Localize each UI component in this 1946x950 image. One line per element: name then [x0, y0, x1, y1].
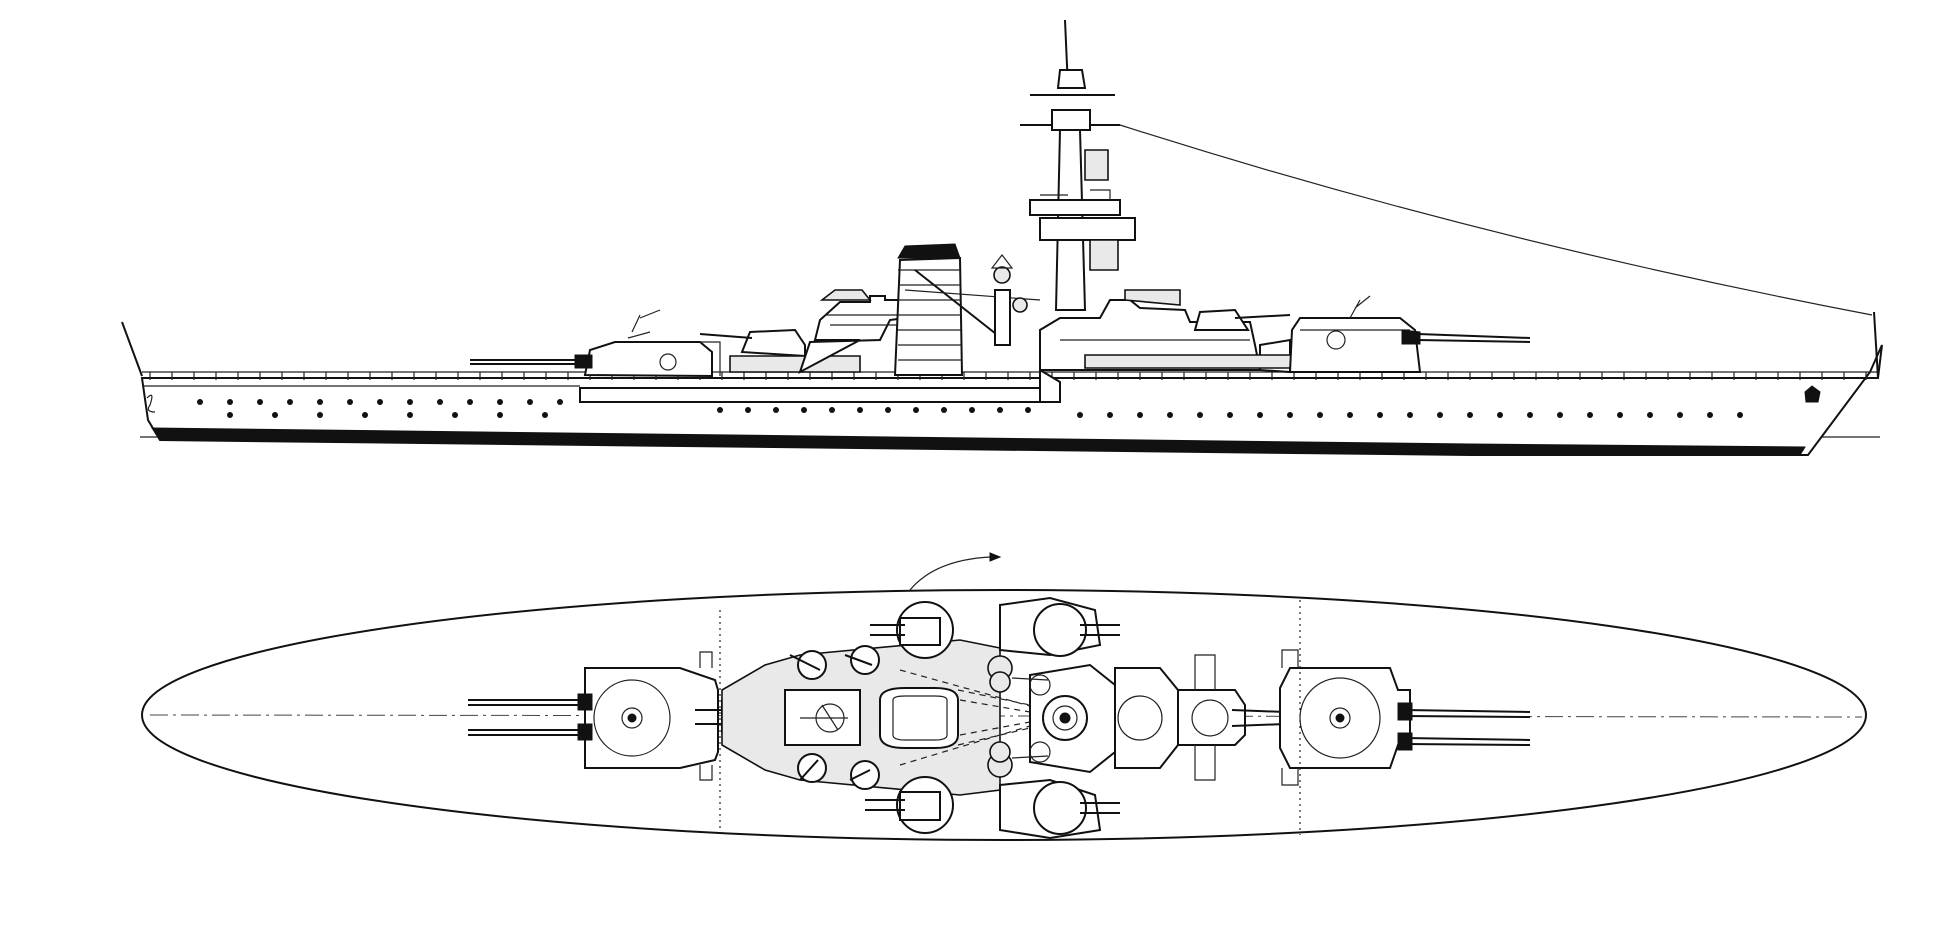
porthole — [717, 407, 723, 413]
porthole — [801, 407, 807, 413]
aft-deckhouse — [579, 387, 1041, 403]
rangefinder-top — [1056, 69, 1087, 89]
top-plan-view — [141, 552, 1867, 841]
porthole — [1737, 412, 1743, 418]
porthole — [362, 412, 368, 418]
plan-aa-clusters — [987, 655, 1013, 778]
portholes — [197, 399, 1743, 418]
forward-secondary-turret — [1193, 308, 1250, 331]
porthole — [745, 407, 751, 413]
porthole — [1407, 412, 1413, 418]
catapult-arc-arrow — [909, 552, 1002, 591]
forestay-wire — [1119, 124, 1873, 316]
aft-director — [819, 289, 872, 301]
plan-wing-turrets-forward — [999, 596, 1120, 840]
porthole — [1257, 412, 1263, 418]
porthole — [1707, 412, 1713, 418]
porthole — [1377, 412, 1383, 418]
porthole — [829, 407, 835, 413]
porthole — [497, 399, 503, 405]
porthole — [407, 399, 413, 405]
porthole — [997, 407, 1003, 413]
side-profile-view — [121, 19, 1883, 456]
porthole — [1677, 412, 1683, 418]
porthole — [317, 399, 323, 405]
porthole — [857, 407, 863, 413]
funnel — [893, 243, 964, 376]
porthole — [377, 399, 383, 405]
plan-funnel — [879, 687, 959, 749]
stern-flagstaff — [121, 321, 143, 377]
bridge-deckhouse — [1124, 289, 1181, 306]
porthole — [773, 407, 779, 413]
porthole — [969, 407, 975, 413]
bow-crest — [1804, 385, 1821, 403]
porthole — [257, 399, 263, 405]
plan-aa-mounts — [789, 645, 880, 790]
porthole — [497, 412, 503, 418]
mast-platform — [1029, 199, 1121, 216]
porthole — [1287, 412, 1293, 418]
boot-topping — [151, 427, 1806, 456]
porthole — [197, 399, 203, 405]
plan-forward-secondary-turret — [1177, 654, 1286, 781]
aft-secondary-turret — [699, 328, 861, 373]
porthole — [1617, 412, 1623, 418]
aft-main-turret — [470, 309, 721, 378]
quarterdeck-step — [1039, 368, 1061, 403]
porthole — [227, 412, 233, 418]
porthole — [527, 399, 533, 405]
rail-stanchions — [149, 372, 1867, 380]
porthole — [287, 399, 293, 405]
plan-wing-turrets-aft — [865, 601, 954, 834]
stern-scroll — [146, 394, 156, 413]
bow-jackstaff — [1873, 311, 1879, 379]
porthole — [272, 412, 278, 418]
porthole — [1317, 412, 1323, 418]
searchlight-tower — [990, 254, 1028, 346]
tower-mast — [1020, 19, 1136, 311]
porthole — [1497, 412, 1503, 418]
porthole — [542, 412, 548, 418]
blast-arcs — [899, 669, 1031, 766]
porthole — [1137, 412, 1143, 418]
plan-fore-deckhouse — [1114, 667, 1179, 769]
porthole — [1025, 407, 1031, 413]
porthole — [227, 399, 233, 405]
porthole — [1437, 412, 1443, 418]
porthole — [913, 407, 919, 413]
bridge-superstructure — [1039, 299, 1262, 371]
plan-forward-main-turret — [1279, 649, 1531, 786]
centreline — [149, 714, 1863, 718]
porthole — [1077, 412, 1083, 418]
porthole — [1557, 412, 1563, 418]
porthole — [885, 407, 891, 413]
porthole — [1467, 412, 1473, 418]
porthole — [452, 412, 458, 418]
porthole — [347, 399, 353, 405]
porthole — [1227, 412, 1233, 418]
porthole — [1347, 412, 1353, 418]
spotting-top — [1084, 149, 1109, 181]
porthole — [1167, 412, 1173, 418]
plan-aft-main-turret — [468, 651, 719, 781]
porthole — [1107, 412, 1113, 418]
porthole — [1197, 412, 1203, 418]
porthole — [407, 412, 413, 418]
porthole — [557, 399, 563, 405]
deck-seams — [719, 600, 1301, 835]
forward-main-turret — [1288, 295, 1531, 373]
porthole — [1587, 412, 1593, 418]
porthole — [1527, 412, 1533, 418]
porthole — [437, 399, 443, 405]
porthole — [317, 412, 323, 418]
porthole — [467, 399, 473, 405]
deck-outline — [141, 589, 1867, 841]
porthole — [1647, 412, 1653, 418]
porthole — [941, 407, 947, 413]
